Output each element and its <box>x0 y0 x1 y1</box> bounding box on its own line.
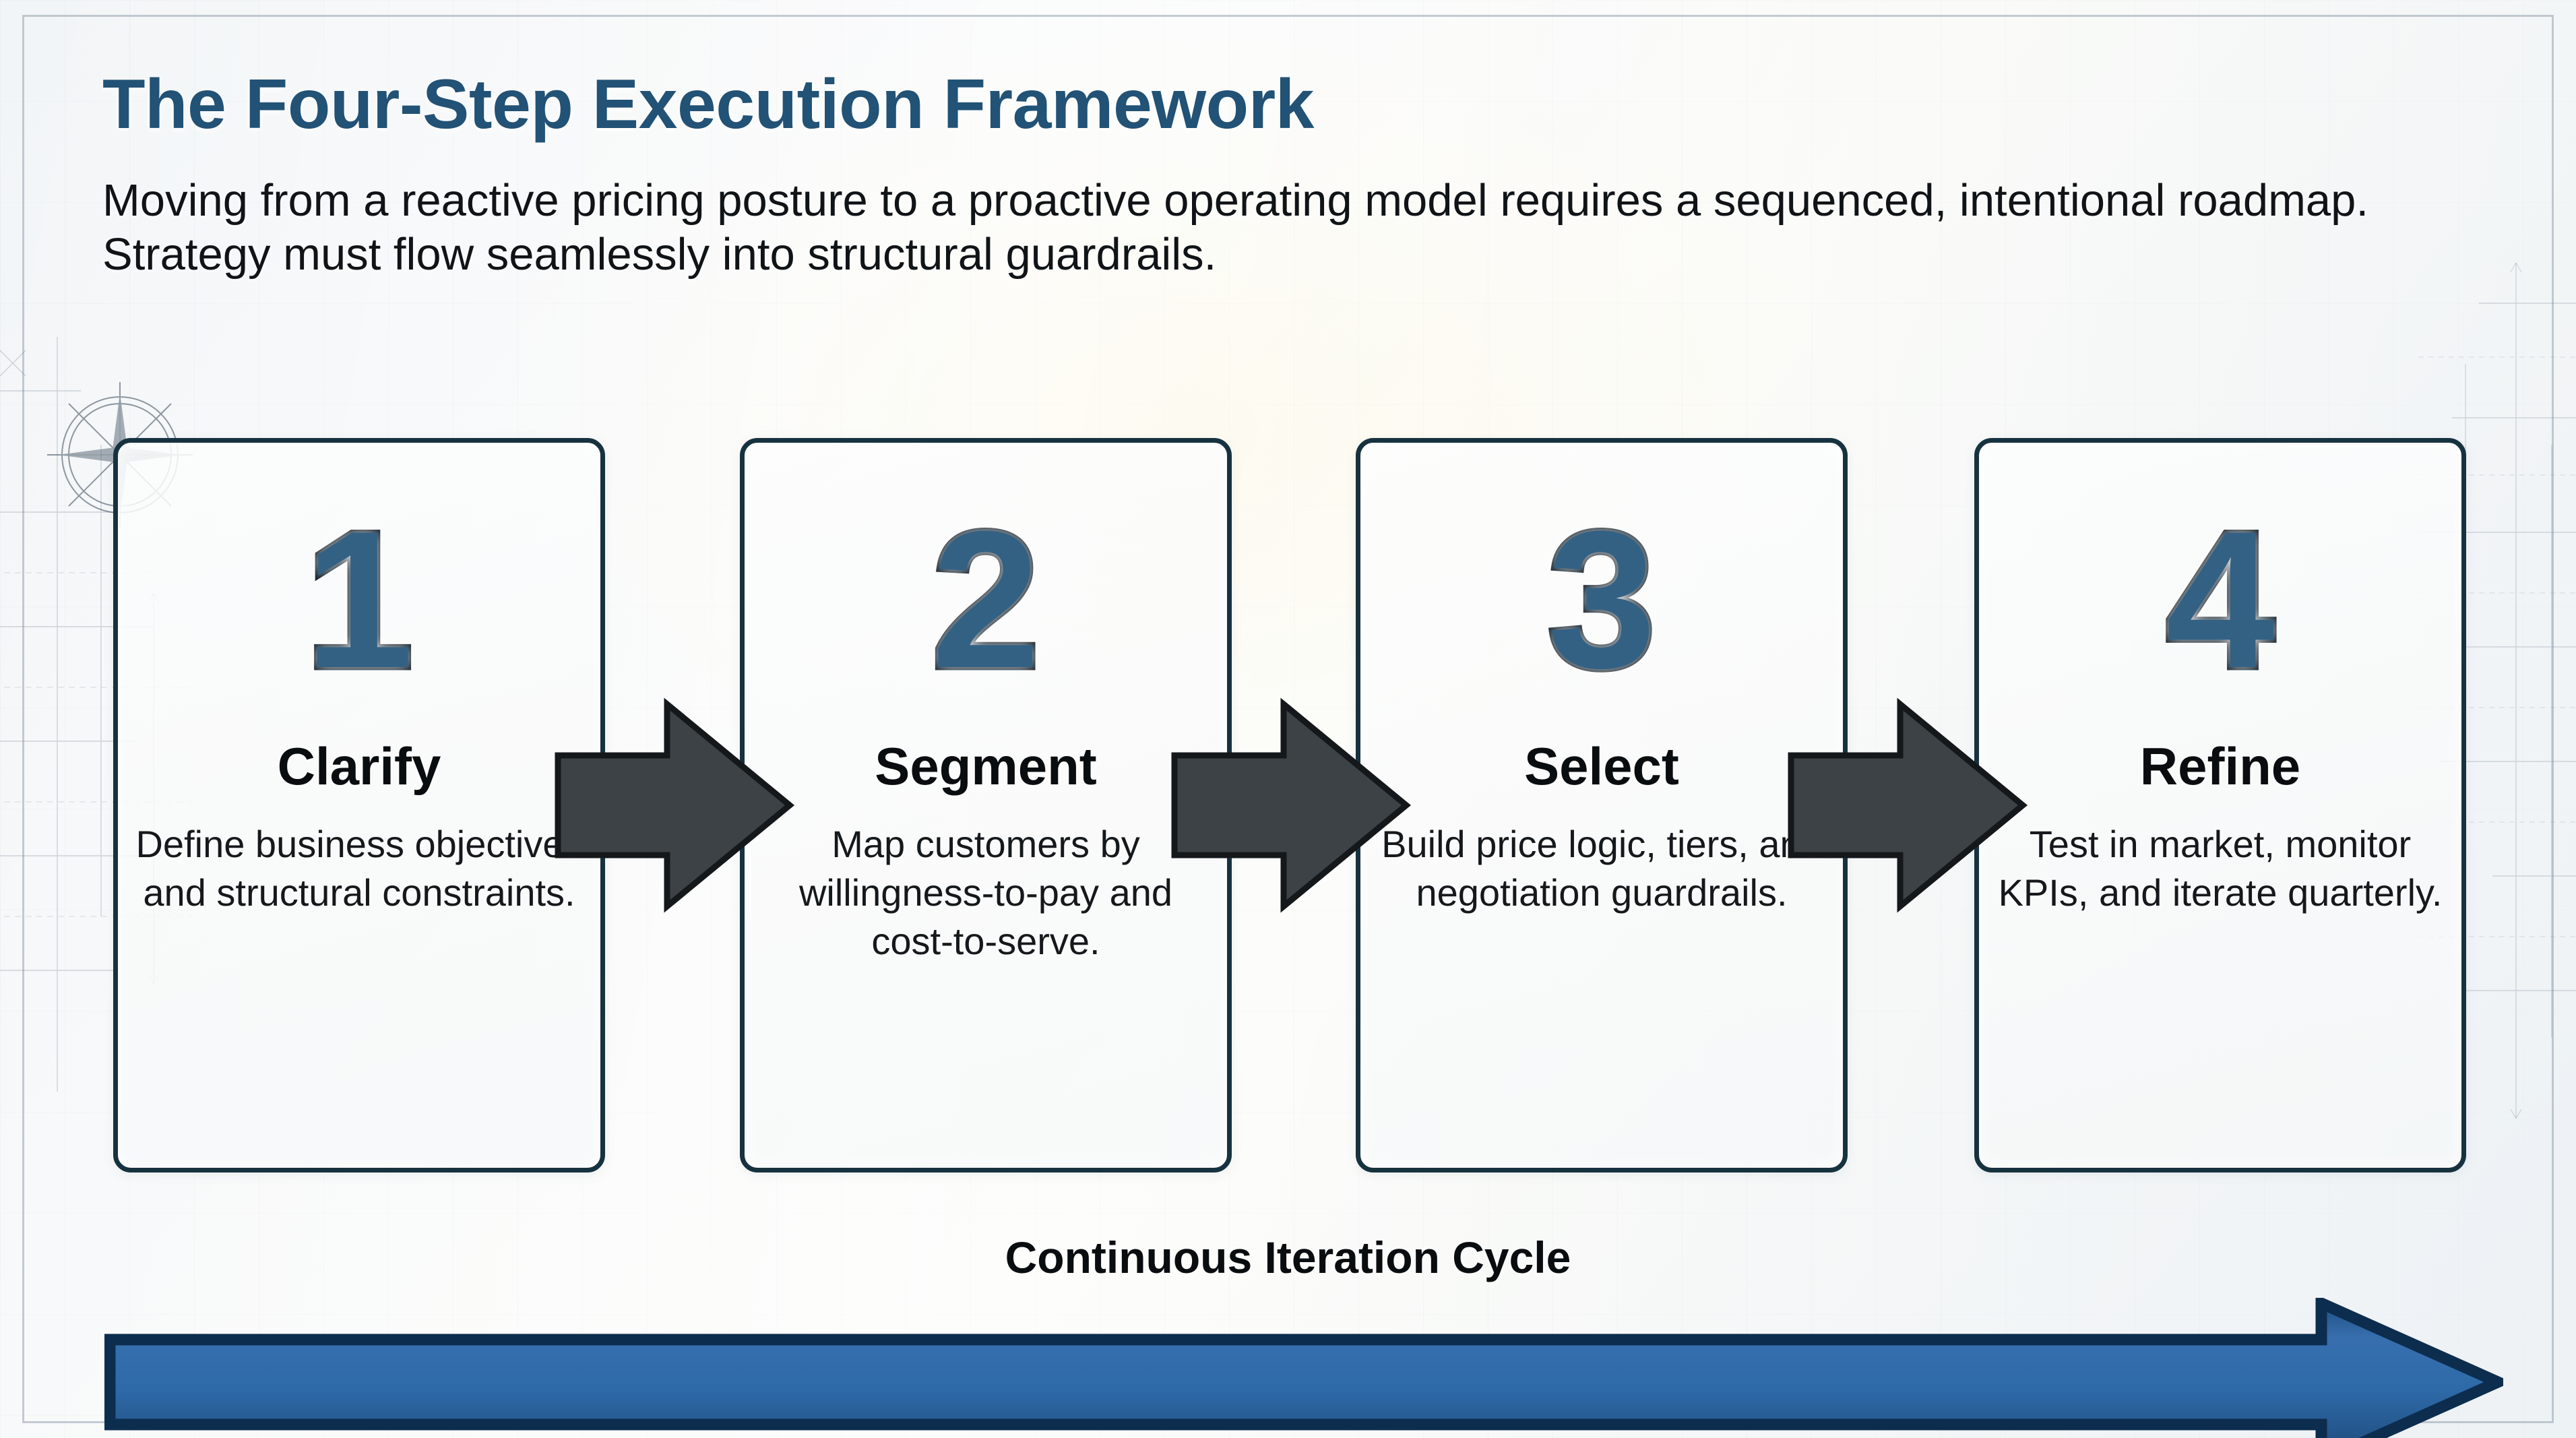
page-title: The Four-Step Execution Framework <box>102 65 1315 144</box>
step-description: Map customers by willingness-to-pay and … <box>798 823 1173 963</box>
step-card-refine[interactable]: 4 Refine Test in market, monitor KPIs, a… <box>1974 438 2466 1173</box>
step-label: Segment <box>875 737 1097 796</box>
step-description: Define business objectives and structura… <box>135 823 583 914</box>
step-label: Clarify <box>277 737 441 796</box>
step-number: 1 <box>302 491 416 709</box>
steps-row: 1 Clarify Define business objectives and… <box>0 438 2576 1173</box>
step-description: Test in market, monitor KPIs, and iterat… <box>1998 823 2443 914</box>
step-number: 3 <box>1544 491 1659 709</box>
step-number: 4 <box>2163 491 2277 709</box>
step-card-select[interactable]: 3 Select Build price logic, tiers, and n… <box>1356 438 1848 1173</box>
continuous-iteration-arrow-icon <box>104 1298 2503 1438</box>
iteration-cycle-label: Continuous Iteration Cycle <box>1005 1232 1571 1282</box>
step-number: 2 <box>929 491 1043 709</box>
step-label: Select <box>1524 737 1679 796</box>
step-card-clarify[interactable]: 1 Clarify Define business objectives and… <box>113 438 605 1173</box>
step-card-segment[interactable]: 2 Segment Map customers by willingness-t… <box>740 438 1232 1173</box>
page-subtitle: Moving from a reactive pricing posture t… <box>102 175 2369 280</box>
step-description: Build price logic, tiers, and negotiatio… <box>1381 823 1822 914</box>
step-label: Refine <box>2139 737 2301 796</box>
